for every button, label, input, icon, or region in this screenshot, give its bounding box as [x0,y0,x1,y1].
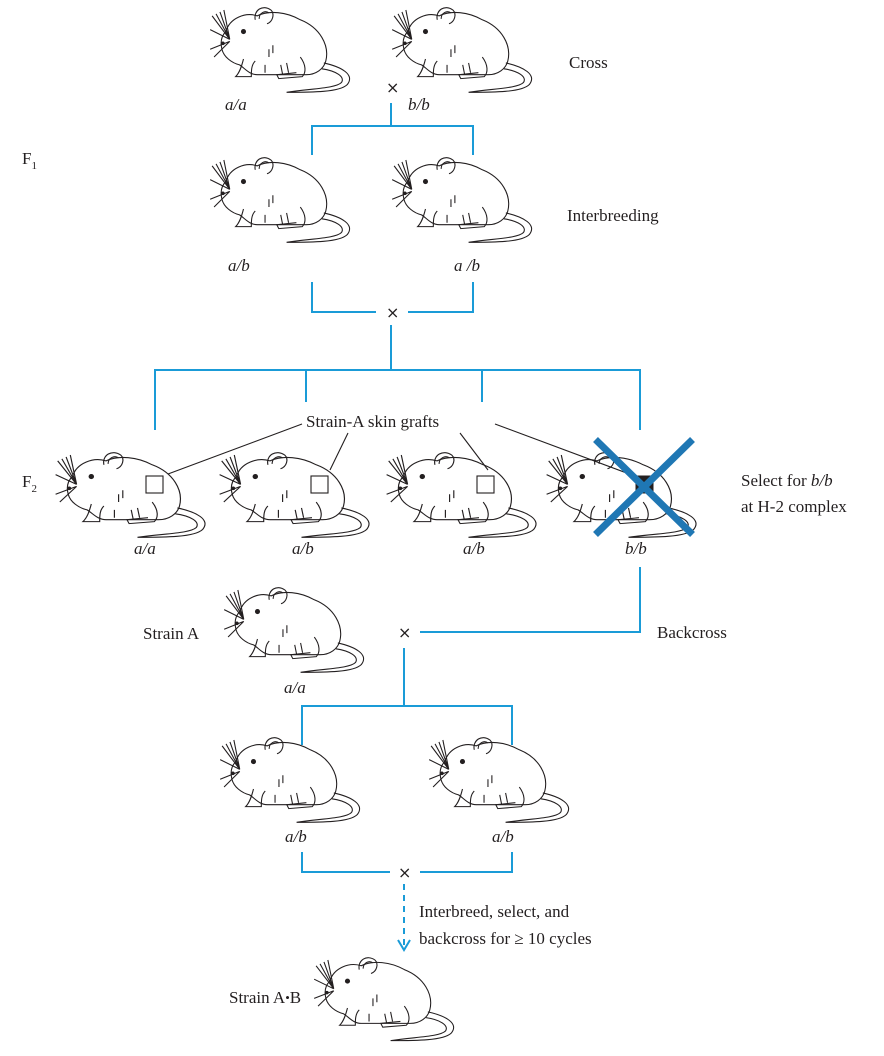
label-interbreeding: Interbreeding [567,206,659,225]
genotype-f1-right: a /b [454,256,480,275]
genotype-f1-left: a/b [228,256,250,275]
genotype-parent-right: b/b [408,95,430,114]
label-f1: F1 [22,149,37,172]
graft-pointer-lines [167,423,641,479]
mouse-f1-right [391,157,533,243]
mouse-strain-a [223,587,365,673]
mouse-backcross-right [428,737,570,823]
times-sign-parents: × [386,78,399,97]
label-cross: Cross [569,53,608,72]
label-select-line1: Select for b/b [741,471,833,490]
connector-backcross-cross [301,852,513,873]
genotype-backcross-right: a/b [492,827,514,846]
mouse-strain-ab [313,957,455,1042]
label-skin-grafts: Strain-A skin grafts [306,412,439,431]
label-backcross: Backcross [657,623,727,642]
genotype-backcross-left: a/b [285,827,307,846]
genotype-f2-3: a/b [463,539,485,558]
genotype-parent-left: a/a [225,95,247,114]
times-sign-f1: × [386,303,399,322]
mouse-f1-left [209,157,351,243]
genotype-strain-a: a/a [284,678,306,697]
graft-square-1 [145,475,164,494]
label-strain-ab: Strain A•B [229,988,301,1007]
genotype-f2-1: a/a [134,539,156,558]
reject-x-mark [593,437,695,537]
dashed-arrow-head [397,939,411,952]
times-sign-final: × [398,863,411,882]
mouse-parent-left [209,7,351,93]
label-interbreed-line2: backcross for ≥ 10 cycles [419,929,592,948]
label-strain-a: Strain A [143,624,200,643]
genotype-f2-2: a/b [292,539,314,558]
label-select-line2: at H-2 complex [741,497,847,516]
graft-square-3 [476,475,495,494]
connector-f2-branches [154,325,641,430]
mouse-f2-1 [55,452,206,538]
label-f2: F2 [22,472,37,495]
graft-square-2 [310,475,329,494]
mouse-parent-right [391,7,533,93]
connector-backcross [420,567,641,633]
connector-parents-f1 [311,103,474,155]
times-sign-backcross: × [398,623,411,642]
label-interbreed-line1: Interbreed, select, and [419,902,570,921]
connector-f1-cross [311,282,474,313]
connector-backcross-offspring [301,648,513,745]
mouse-f2-3 [386,452,537,538]
mouse-backcross-left [219,737,361,823]
mouse-f2-2 [219,452,370,538]
genotype-f2-4: b/b [625,539,647,558]
